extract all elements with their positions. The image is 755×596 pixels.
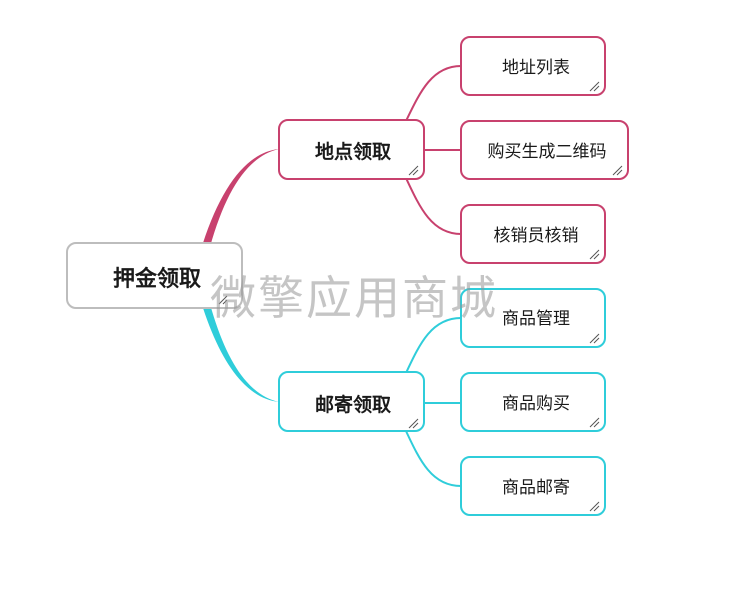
leaf-node-label: 商品购买 [502,394,570,414]
leaf-node-product-purchase[interactable]: 商品购买 [460,372,606,432]
leaf-node-product-management[interactable]: 商品管理 [460,288,606,348]
resize-handle-icon [408,418,419,429]
leaf-node-label: 核销员核销 [494,226,579,246]
connector-root-to-branch-top [203,149,279,247]
leaf-node-label: 商品管理 [502,309,570,329]
resize-handle-icon [589,333,600,344]
connector-branch-bottom-child-1 [405,317,462,374]
resize-handle-icon [612,165,623,176]
leaf-node-label: 商品邮寄 [502,478,570,498]
resize-handle-icon [589,81,600,92]
leaf-node-product-mailing[interactable]: 商品邮寄 [460,456,606,516]
resize-handle-icon [589,249,600,260]
leaf-node-label: 地址列表 [502,58,570,78]
branch-node-label: 邮寄领取 [315,393,391,416]
connector-branch-top-child-3 [405,177,462,235]
resize-handle-icon [218,295,228,305]
leaf-node-address-list[interactable]: 地址列表 [460,36,606,96]
root-node-label: 押金领取 [113,266,201,292]
resize-handle-icon [408,165,419,176]
branch-node-mail-pickup[interactable]: 邮寄领取 [278,371,425,432]
branch-node-label: 地点领取 [315,140,391,163]
resize-handle-icon [589,501,600,512]
connector-branch-top-child-1 [405,65,462,122]
connector-root-to-branch-bottom [203,304,279,402]
leaf-node-label: 购买生成二维码 [488,142,607,162]
leaf-node-buy-generate-qrcode[interactable]: 购买生成二维码 [460,120,629,180]
leaf-node-verifier-verify[interactable]: 核销员核销 [460,204,606,264]
root-node[interactable]: 押金领取 [66,242,243,309]
resize-handle-icon [589,417,600,428]
connector-branch-bottom-child-3 [405,430,462,487]
branch-node-location-pickup[interactable]: 地点领取 [278,119,425,180]
